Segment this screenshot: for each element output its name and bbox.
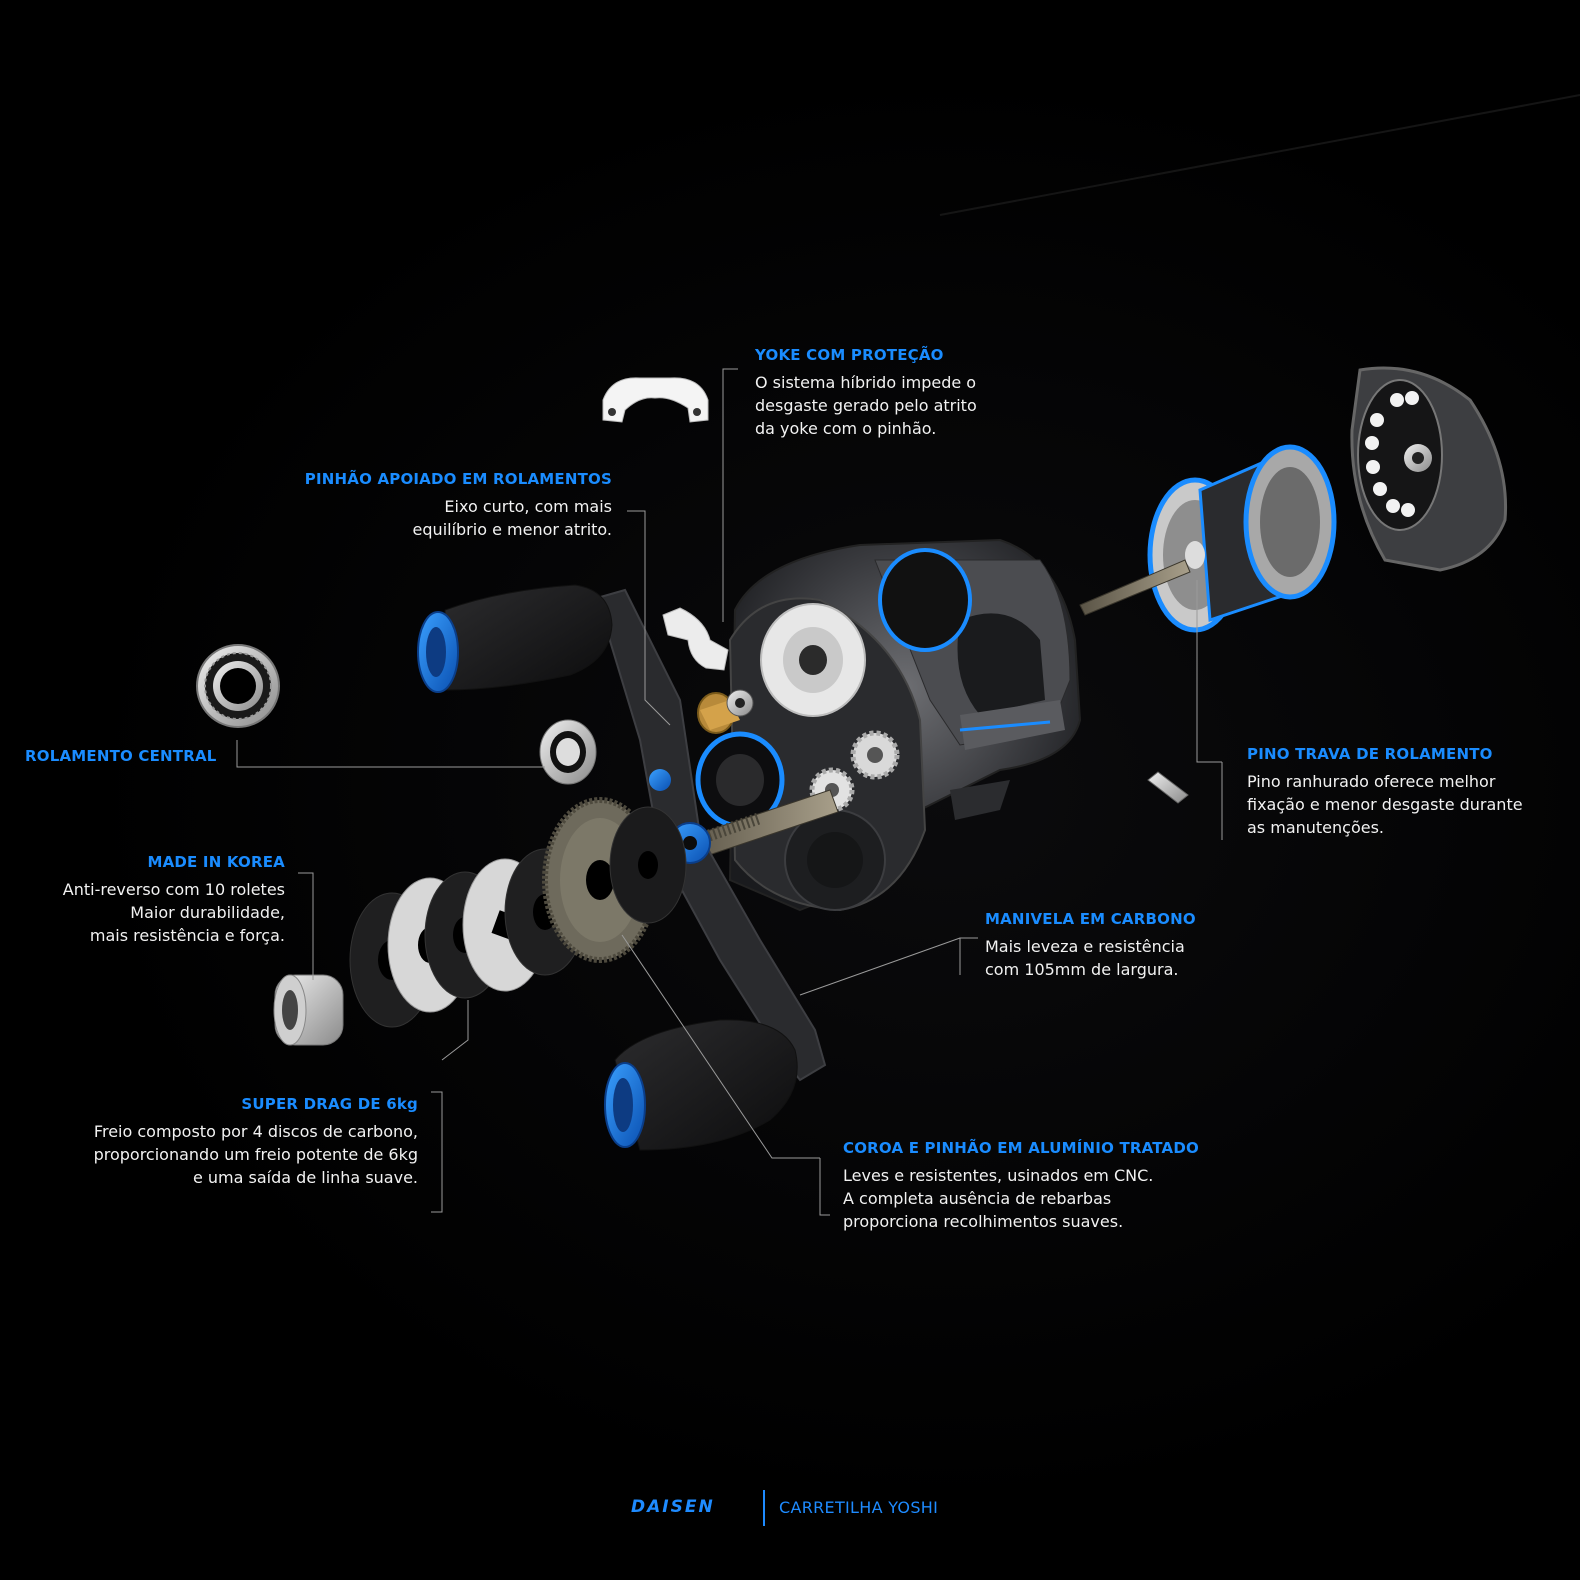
callout-pinhao-line: equilíbrio e menor atrito. [412, 520, 612, 540]
callout-rolamento: ROLAMENTO CENTRAL [25, 746, 217, 773]
callout-coroa-line: proporciona recolhimentos suaves. [843, 1211, 1124, 1231]
callout-coroa-title: COROA E PINHÃO EM ALUMÍNIO TRATADO [843, 1139, 1199, 1157]
central-bearing-large [196, 644, 280, 728]
spool [1147, 444, 1337, 633]
callout-korea-line: Maior durabilidade, [130, 903, 285, 923]
callout-manivela-line: Mais leveza e resistência [985, 937, 1185, 957]
spool-shaft [1079, 559, 1191, 616]
callout-yoke-title: YOKE COM PROTEÇÃO [755, 346, 944, 364]
product-name: CARRETILHA YOSHI [779, 1498, 939, 1517]
callout-pinhao-title: PINHÃO APOIADO EM ROLAMENTOS [304, 470, 612, 488]
callout-coroa: COROA E PINHÃO EM ALUMÍNIO TRATADO Leves… [843, 1138, 1199, 1233]
callout-korea-title: MADE IN KOREA [147, 853, 285, 871]
main-drive-gear [542, 797, 687, 963]
background-sheen [939, 94, 1580, 216]
callout-korea: MADE IN KOREA Anti-reverso com 10 rolete… [63, 852, 285, 947]
callout-yoke-line: da yoke com o pinhão. [755, 418, 937, 438]
footer: DAISEN CARRETILHA YOSHI [0, 1490, 1580, 1530]
central-bearing-small [539, 719, 597, 785]
side-cover [1350, 366, 1508, 572]
brand-logo: DAISEN [631, 1497, 715, 1517]
anti-reverse-bearing [273, 974, 344, 1046]
callout-pino-line: fixação e menor desgaste durante [1247, 795, 1523, 815]
callout-yoke: YOKE COM PROTEÇÃO O sistema híbrido impe… [755, 345, 977, 440]
lower-crank-knob [604, 1019, 798, 1151]
bearing-lock-pin [1147, 771, 1189, 804]
callout-manivela-title: MANIVELA EM CARBONO [985, 910, 1196, 928]
callout-pino-line: Pino ranhurado oferece melhor [1247, 772, 1496, 792]
white-drag-ring [760, 603, 866, 717]
leader-lines [236, 368, 1223, 1216]
callout-manivela-line: com 105mm de largura. [985, 960, 1179, 980]
callout-manivela: MANIVELA EM CARBONO Mais leveza e resist… [985, 909, 1196, 982]
callout-pinhao: PINHÃO APOIADO EM ROLAMENTOS Eixo curto,… [305, 469, 612, 542]
callout-drag-title: SUPER DRAG DE 6kg [241, 1095, 418, 1113]
upper-crank-knob [417, 584, 613, 693]
callout-pino-title: PINO TRAVA DE ROLAMENTO [1247, 745, 1493, 763]
footer-divider [763, 1490, 765, 1526]
callout-coroa-line: Leves e resistentes, usinados em CNC. [843, 1166, 1154, 1186]
callout-drag-line: Freio composto por 4 discos de carbono, [93, 1122, 418, 1142]
callout-korea-line: mais resistência e força. [89, 925, 285, 945]
callout-yoke-line: O sistema híbrido impede o [755, 373, 977, 393]
callout-drag-line: proporcionando um freio potente de 6kg [93, 1145, 418, 1165]
callout-korea-line: Anti-reverso com 10 roletes [62, 880, 285, 900]
callout-pinhao-line: Eixo curto, com mais [444, 497, 612, 517]
callout-pino-line: as manutenções. [1247, 817, 1385, 837]
callout-rolamento-title: ROLAMENTO CENTRAL [25, 747, 217, 765]
yoke-parts [602, 377, 729, 671]
callout-pino: PINO TRAVA DE ROLAMENTO Pino ranhurado o… [1247, 744, 1523, 839]
callout-drag: SUPER DRAG DE 6kg Freio composto por 4 d… [94, 1094, 418, 1189]
callout-coroa-line: A completa ausência de rebarbas [843, 1189, 1112, 1209]
carbon-crank-arm [595, 588, 827, 1082]
callout-drag-line: e uma saída de linha suave. [192, 1167, 418, 1187]
callout-yoke-line: desgaste gerado pelo atrito [755, 396, 977, 416]
